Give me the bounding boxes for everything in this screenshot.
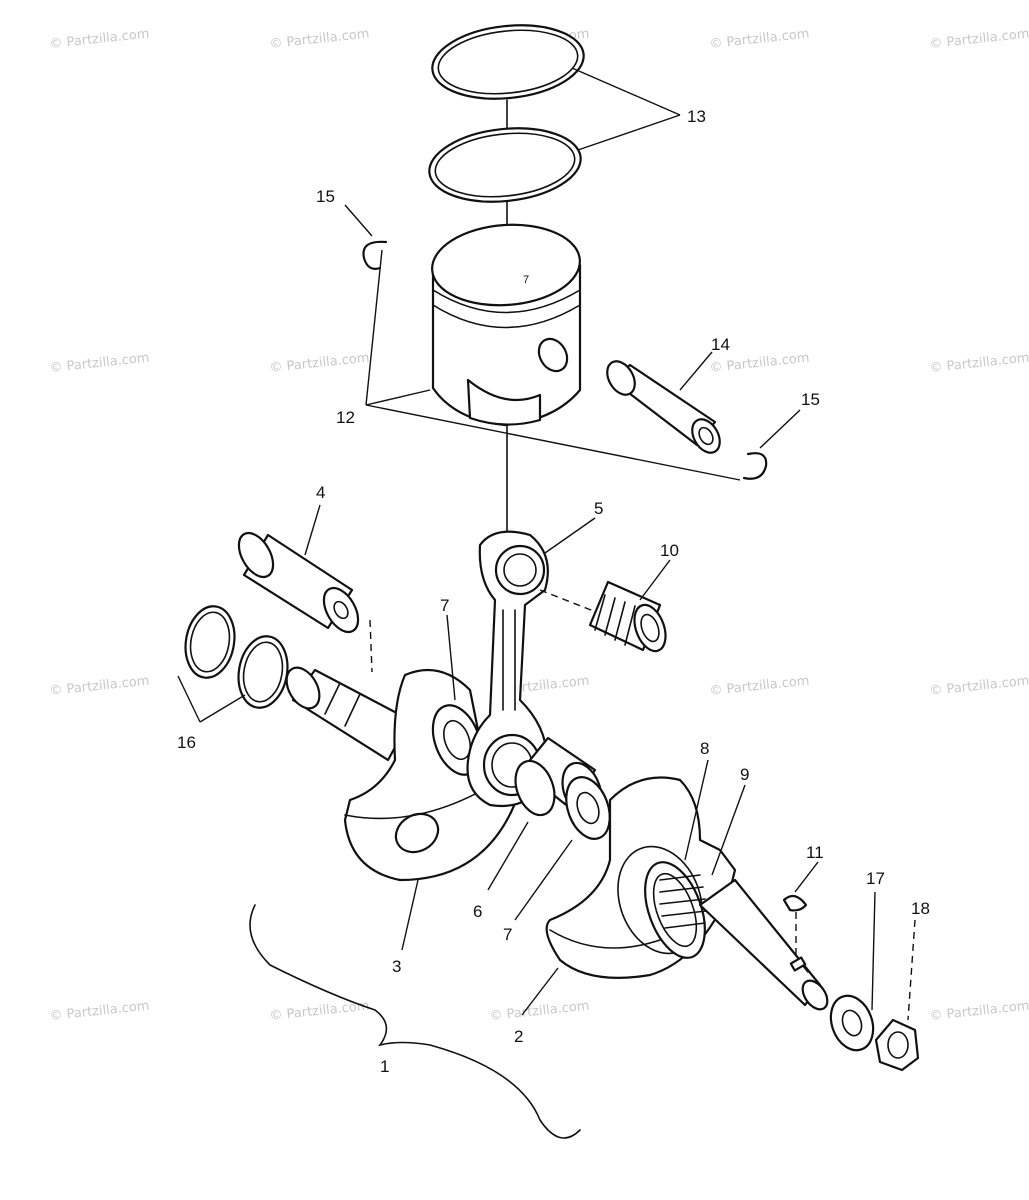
thrust-washer-right xyxy=(565,776,611,840)
watermark: © Partzilla.com xyxy=(269,351,370,376)
left-crank-web xyxy=(343,668,522,882)
circlip-left xyxy=(362,240,388,270)
watermark: © Partzilla.com xyxy=(49,351,150,376)
wrist-pin xyxy=(606,360,721,454)
callout-3: 3 xyxy=(392,957,401,976)
callout-9: 9 xyxy=(740,765,749,784)
callout-6: 6 xyxy=(473,902,482,921)
right-tapered-shaft xyxy=(698,878,829,1011)
piston-stamp: 7 xyxy=(523,274,529,286)
callout-10: 10 xyxy=(660,541,679,560)
watermark: © Partzilla.com xyxy=(49,27,150,52)
crank-pin xyxy=(237,531,360,634)
callout-8: 8 xyxy=(700,739,709,758)
callout-15-right: 15 xyxy=(801,390,820,409)
piston-rings xyxy=(428,24,585,203)
woodruff-key xyxy=(782,894,808,912)
watermark: © Partzilla.com xyxy=(269,27,370,52)
watermark: © Partzilla.com xyxy=(709,351,810,376)
seals xyxy=(184,605,289,709)
circlip-right xyxy=(742,452,768,480)
watermark: © Partzilla.com xyxy=(929,27,1029,52)
watermark: © Partzilla.com xyxy=(49,674,150,699)
watermark: © Partzilla.com xyxy=(489,999,590,1024)
watermark: © Partzilla.com xyxy=(929,351,1029,376)
callout-16: 16 xyxy=(177,733,196,752)
callout-12: 12 xyxy=(336,408,355,427)
callout-1: 1 xyxy=(380,1057,389,1076)
callout-11: 11 xyxy=(806,843,824,862)
assembly-bracket xyxy=(249,904,581,1139)
needle-bearing xyxy=(588,580,667,653)
callout-7-upper: 7 xyxy=(440,596,449,615)
callout-5: 5 xyxy=(594,499,603,518)
watermark: © Partzilla.com xyxy=(709,27,810,52)
callout-15-upper: 15 xyxy=(316,187,335,206)
left-shaft xyxy=(285,666,412,762)
leader-lines xyxy=(177,67,916,1021)
watermark: © Partzilla.com xyxy=(49,999,150,1024)
connecting-rod xyxy=(466,530,549,808)
callout-13: 13 xyxy=(687,107,706,126)
washer xyxy=(829,994,875,1052)
watermark: © Partzilla.com xyxy=(709,674,810,699)
right-seal-bearing xyxy=(644,861,707,959)
watermark: © Partzilla.com xyxy=(929,674,1029,699)
callout-14: 14 xyxy=(711,335,730,354)
callout-18: 18 xyxy=(911,899,930,918)
callout-7-lower: 7 xyxy=(503,925,512,944)
callout-17: 17 xyxy=(866,869,885,888)
callout-2: 2 xyxy=(514,1027,523,1046)
watermark: © Partzilla.com xyxy=(929,999,1029,1024)
callout-4: 4 xyxy=(316,483,325,502)
piston: 7 xyxy=(431,223,582,427)
callouts: 1 2 3 4 5 6 7 7 8 9 10 11 12 13 14 15 15… xyxy=(177,107,930,1076)
nut xyxy=(874,1018,920,1072)
